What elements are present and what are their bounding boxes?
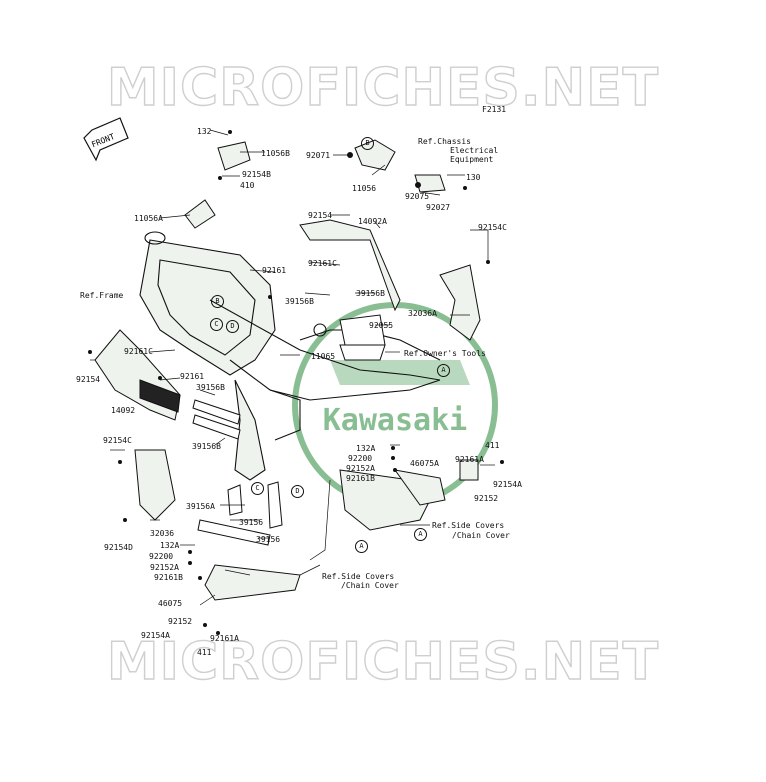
part-label[interactable]: 14092	[111, 406, 136, 415]
connector-circle: C	[210, 318, 223, 331]
connector-circle: D	[291, 485, 304, 498]
part-label[interactable]: 92161	[262, 266, 287, 275]
ref-chassis-line2: Electrical	[450, 146, 499, 155]
part-label[interactable]: 410	[240, 181, 255, 190]
leader-lines	[90, 129, 495, 606]
part-label[interactable]: 39156B	[192, 442, 221, 451]
connector-circle: C	[251, 482, 264, 495]
part-label[interactable]: 46075	[158, 599, 183, 608]
diagram-code: F2131	[482, 105, 507, 114]
part-label[interactable]: 39156B	[285, 297, 314, 306]
ref-side-covers-b-line2: /Chain Cover	[341, 581, 399, 590]
ref-chassis-line1[interactable]: Ref.Chassis	[418, 137, 471, 146]
part-label[interactable]: 92152A	[150, 563, 179, 572]
part-label[interactable]: 132	[197, 127, 212, 136]
part-label[interactable]: 11056B	[261, 149, 290, 158]
part-label[interactable]: 92154C	[103, 436, 132, 445]
part-label[interactable]: 92161B	[154, 573, 183, 582]
part-label[interactable]: 92200	[149, 552, 174, 561]
part-label[interactable]: 39156A	[186, 502, 215, 511]
part-label[interactable]: 14092A	[358, 217, 387, 226]
part-label[interactable]: 32036A	[408, 309, 437, 318]
part-label[interactable]: 39156B	[196, 383, 225, 392]
part-label[interactable]: 92161	[180, 372, 205, 381]
part-label[interactable]: 92075	[405, 192, 430, 201]
brand-badge-text: Kawasaki	[323, 403, 468, 438]
part-label[interactable]: 92152A	[346, 464, 375, 473]
part-label[interactable]: 92154A	[493, 480, 522, 489]
frame-outline	[139, 231, 441, 481]
part-label[interactable]: 92161A	[455, 455, 484, 464]
part-label[interactable]: 411	[197, 648, 212, 657]
connector-circle: A	[355, 540, 368, 553]
part-label[interactable]: 92161A	[210, 634, 239, 643]
front-arrow-icon: FRONT	[83, 117, 129, 162]
part-label[interactable]: 46075A	[410, 459, 439, 468]
part-label[interactable]: 132A	[160, 541, 180, 550]
part-label[interactable]: 92161B	[346, 474, 375, 483]
watermark-top: MICROFICHES.NET	[106, 57, 660, 118]
ref-frame[interactable]: Ref.Frame	[80, 291, 124, 300]
ref-side-covers-a-line1[interactable]: Ref.Side Covers	[432, 521, 505, 530]
top-brackets	[184, 139, 481, 531]
part-label[interactable]: 92154	[76, 375, 101, 384]
part-label[interactable]: 11065	[311, 352, 336, 361]
fasteners	[88, 130, 504, 635]
ref-side-covers-b-line1[interactable]: Ref.Side Covers	[322, 572, 395, 581]
ref-side-covers-a-line2: /Chain Cover	[452, 531, 510, 540]
part-label[interactable]: 32036	[150, 529, 175, 538]
part-label[interactable]: 92161C	[308, 259, 337, 268]
part-label[interactable]: 92200	[348, 454, 373, 463]
part-label[interactable]: 92154	[308, 211, 333, 220]
part-label[interactable]: 39156B	[356, 289, 385, 298]
connector-circle: B	[211, 295, 224, 308]
part-label[interactable]: 92154A	[141, 631, 170, 640]
connector-circle: B	[361, 137, 374, 150]
ref-chassis-line3: Equipment	[450, 155, 494, 164]
part-label[interactable]: 39156	[239, 518, 264, 527]
watermark-bottom: MICROFICHES.NET	[106, 631, 660, 692]
part-label[interactable]: 11056A	[134, 214, 163, 223]
connector-circle: A	[414, 528, 427, 541]
part-label[interactable]: 92161C	[124, 347, 153, 356]
part-label[interactable]: 92152	[474, 494, 499, 503]
part-label[interactable]: 92152	[168, 617, 193, 626]
part-label[interactable]: 92071	[306, 151, 331, 160]
part-label[interactable]: 39156	[256, 535, 281, 544]
part-label[interactable]: 132A	[356, 444, 376, 453]
part-label[interactable]: 411	[485, 441, 500, 450]
part-label[interactable]: 92154B	[242, 170, 271, 179]
ref-owners-tools[interactable]: Ref.Owner's Tools	[404, 349, 486, 358]
left-guard	[94, 329, 301, 601]
part-label[interactable]: 92055	[369, 321, 394, 330]
connector-circle: D	[226, 320, 239, 333]
part-label[interactable]: 130	[466, 173, 481, 182]
connector-circle: A	[437, 364, 450, 377]
part-label[interactable]: 92154D	[104, 543, 133, 552]
part-label[interactable]: 92027	[426, 203, 451, 212]
part-label[interactable]: 92154C	[478, 223, 507, 232]
part-label[interactable]: 11056	[352, 184, 377, 193]
